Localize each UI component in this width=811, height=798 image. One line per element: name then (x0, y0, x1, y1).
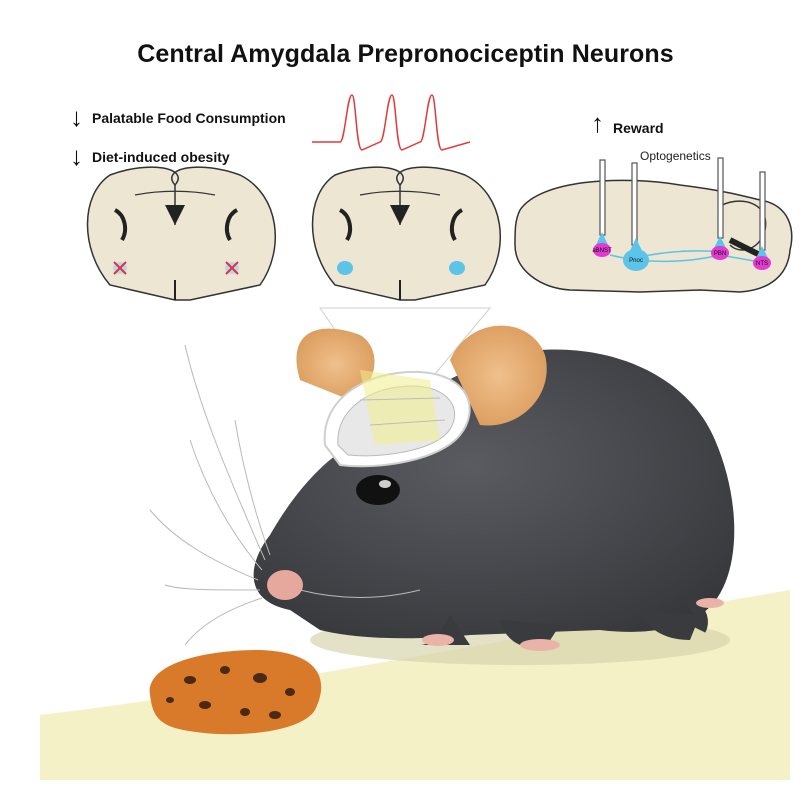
mouse-paw (520, 639, 560, 651)
mouse-paw (422, 634, 454, 646)
palatable-food-label: Palatable Food Consumption (92, 110, 286, 126)
mouse-ear-right (450, 325, 547, 426)
coronal-slice-left (86, 166, 277, 301)
mouse-eye (356, 475, 400, 505)
cross-icon (113, 261, 239, 275)
coronal-slice-middle (311, 166, 502, 301)
mouse-nose (267, 570, 303, 600)
region-label: Pnoc (629, 258, 643, 264)
down-arrow-icon: ↓ (70, 141, 83, 171)
up-arrow-icon: ↑ (591, 108, 604, 138)
cookie-icon (149, 650, 322, 735)
action-potential-trace (312, 94, 471, 151)
sagittal-neurons (593, 232, 771, 271)
region-label: NTS (756, 261, 768, 267)
page-title: Central Amygdala Prepronociceptin Neuron… (137, 40, 674, 68)
mouse-brain-window (323, 370, 471, 468)
mouse-ear-left (296, 328, 375, 400)
sagittal-brain (514, 179, 793, 293)
region-label: aBNST (592, 248, 612, 254)
mouse-illustration (253, 349, 735, 651)
down-arrow-icon: ↓ (70, 102, 83, 132)
region-label: PBN (714, 251, 726, 257)
whiskers (149, 344, 421, 646)
obesity-label: Diet-induced obesity (92, 149, 230, 165)
optogenetics-label: Optogenetics (640, 149, 711, 163)
mouse-paw (696, 598, 724, 608)
reward-label: Reward (613, 120, 664, 136)
